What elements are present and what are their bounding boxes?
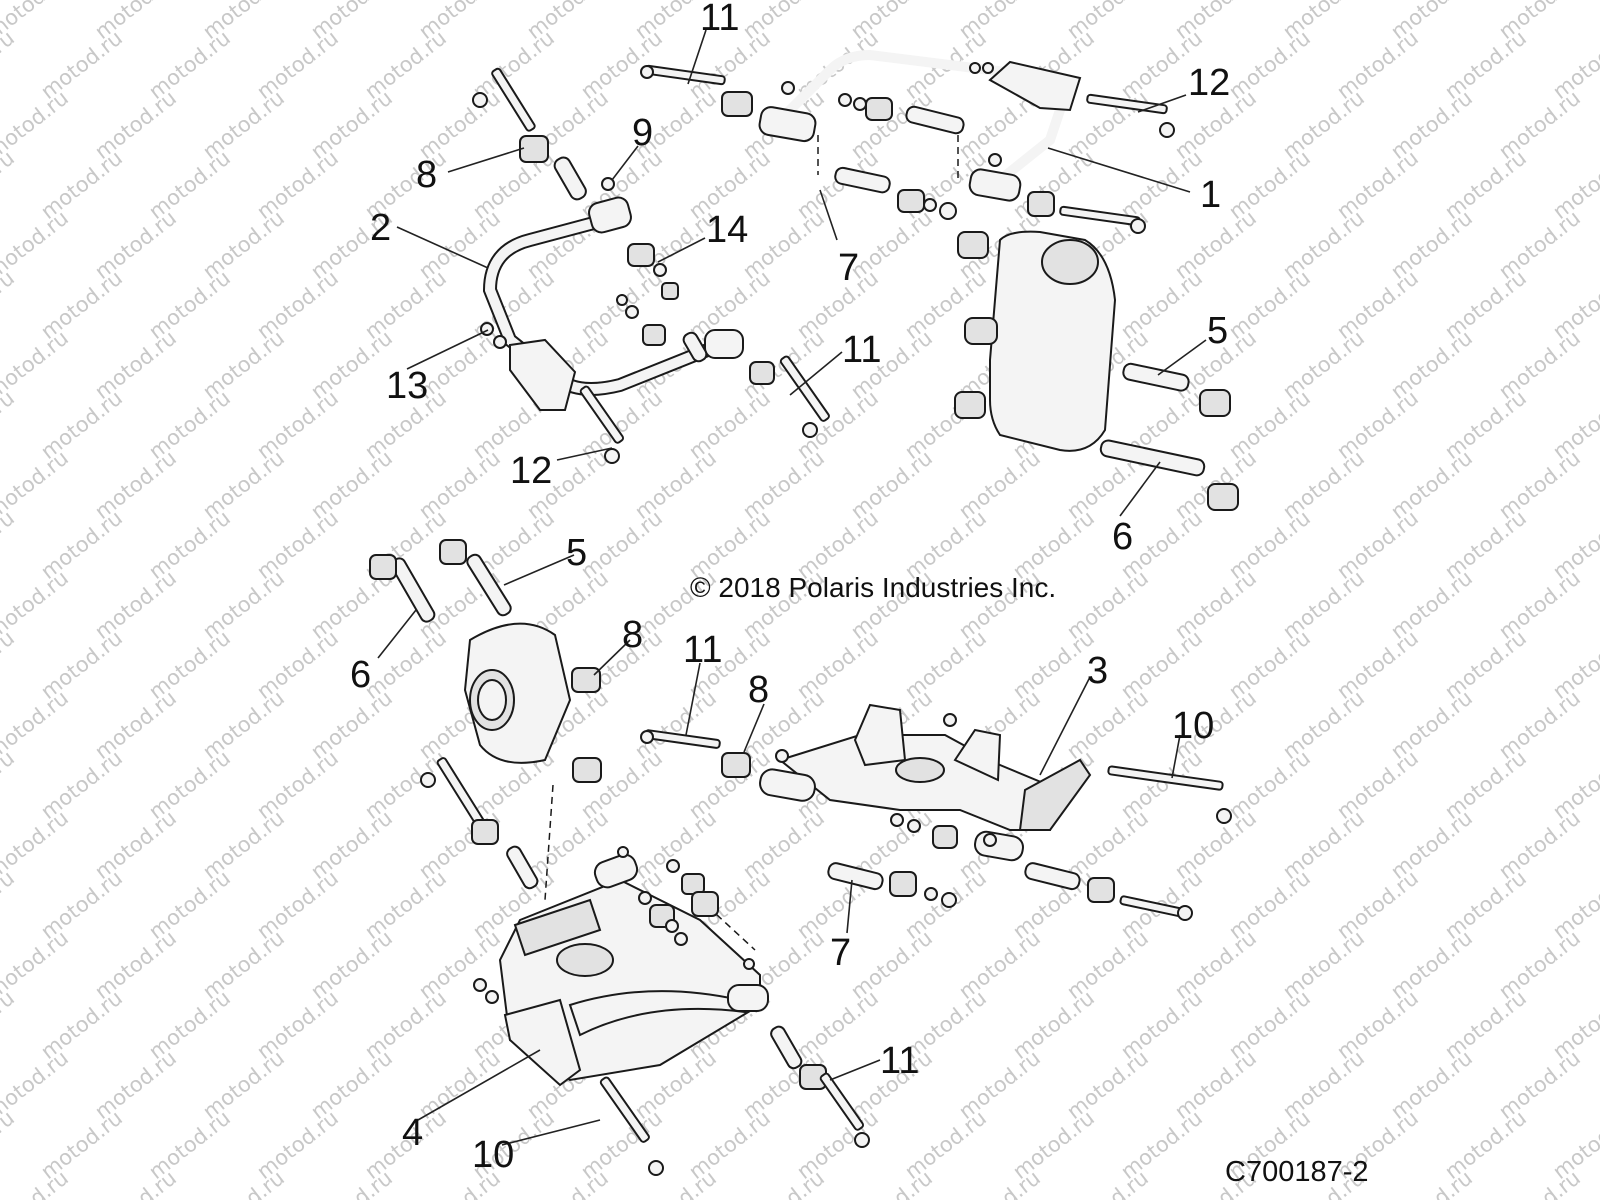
watermark-text: motod.ru <box>0 686 73 764</box>
watermark-text: motod.ru <box>1386 1166 1477 1200</box>
watermark-text: motod.ru <box>0 86 73 164</box>
bearing-carrier-top <box>954 230 1239 511</box>
watermark-text: motod.ru <box>0 986 19 1064</box>
watermark-text: motod.ru <box>0 1046 73 1124</box>
watermark-text: motod.ru <box>0 866 19 944</box>
callout-11: 11 <box>683 629 722 671</box>
callout-7: 7 <box>838 247 859 289</box>
callout-8: 8 <box>416 154 437 196</box>
watermark-text: motod.ru <box>954 1166 1045 1200</box>
callout-6: 6 <box>1112 516 1133 558</box>
callout-5: 5 <box>1207 310 1228 352</box>
lower-control-arm-3 <box>640 703 1232 921</box>
watermark-text: motod.ru <box>1062 1166 1153 1200</box>
callout-11: 11 <box>842 329 881 371</box>
callout-2: 2 <box>370 207 391 249</box>
callout-11: 11 <box>880 1040 919 1082</box>
callout-7: 7 <box>830 932 851 974</box>
callout-5: 5 <box>566 532 587 574</box>
callout-4: 4 <box>402 1112 423 1154</box>
watermark-text: motod.ru <box>198 1166 289 1200</box>
watermark-text: motod.ru <box>0 206 73 284</box>
callout-12: 12 <box>1188 62 1230 104</box>
watermark-text: motod.ru <box>846 1166 937 1200</box>
watermark-text: motod.ru <box>0 326 73 404</box>
callout-8: 8 <box>622 614 643 656</box>
fasteners-top-left <box>472 67 830 464</box>
watermark-text: motod.ru <box>0 266 19 344</box>
callout-8: 8 <box>748 669 769 711</box>
callout-14: 14 <box>706 209 748 251</box>
callout-1: 1 <box>1200 174 1221 216</box>
watermark-text: motod.ru <box>0 506 19 584</box>
watermark-text: motod.ru <box>1494 1166 1585 1200</box>
callout-11: 11 <box>700 0 739 39</box>
watermark-text: motod.ru <box>0 1166 73 1200</box>
drawing-number: C700187-2 <box>1225 1156 1369 1188</box>
lower-control-arm-4 <box>420 757 870 1176</box>
bearing-carrier-lower <box>369 539 602 783</box>
callout-10: 10 <box>1172 705 1214 747</box>
copyright-notice: © 2018 Polaris Industries Inc. <box>690 572 1056 603</box>
leader-lines <box>377 29 1207 1146</box>
watermark-text: motod.ru <box>0 626 19 704</box>
callout-9: 9 <box>632 112 653 154</box>
watermark-text: motod.ru <box>630 1166 721 1200</box>
callout-12: 12 <box>510 450 552 492</box>
watermark-text: motod.ru <box>0 806 73 884</box>
watermark-text: motod.ru <box>0 746 19 824</box>
watermark-text: motod.ru <box>0 146 19 224</box>
watermark-text: motod.ru <box>0 1106 19 1184</box>
upper-control-arm-1 <box>758 49 1082 202</box>
callout-6: 6 <box>350 654 371 696</box>
callout-10: 10 <box>472 1134 514 1176</box>
watermark-text: motod.ru <box>738 1166 829 1200</box>
watermark-text: motod.ru <box>522 1166 613 1200</box>
watermark-text: motod.ru <box>0 26 19 104</box>
watermark-text: motod.ru <box>0 926 73 1004</box>
watermark-text: motod.ru <box>306 1166 397 1200</box>
callouts: 11 12 1 9 8 14 7 2 11 5 13 12 6 5 8 6 11… <box>350 0 1230 1176</box>
watermark-text: motod.ru <box>90 1166 181 1200</box>
upper-control-arm-2 <box>482 196 744 411</box>
callout-13: 13 <box>386 365 428 407</box>
fasteners-top-right <box>640 62 1175 234</box>
watermark-text: motod.ru <box>0 566 73 644</box>
callout-3: 3 <box>1087 650 1108 692</box>
watermark-text: motod.ru <box>0 386 19 464</box>
watermark-text: motod.ru <box>0 446 73 524</box>
